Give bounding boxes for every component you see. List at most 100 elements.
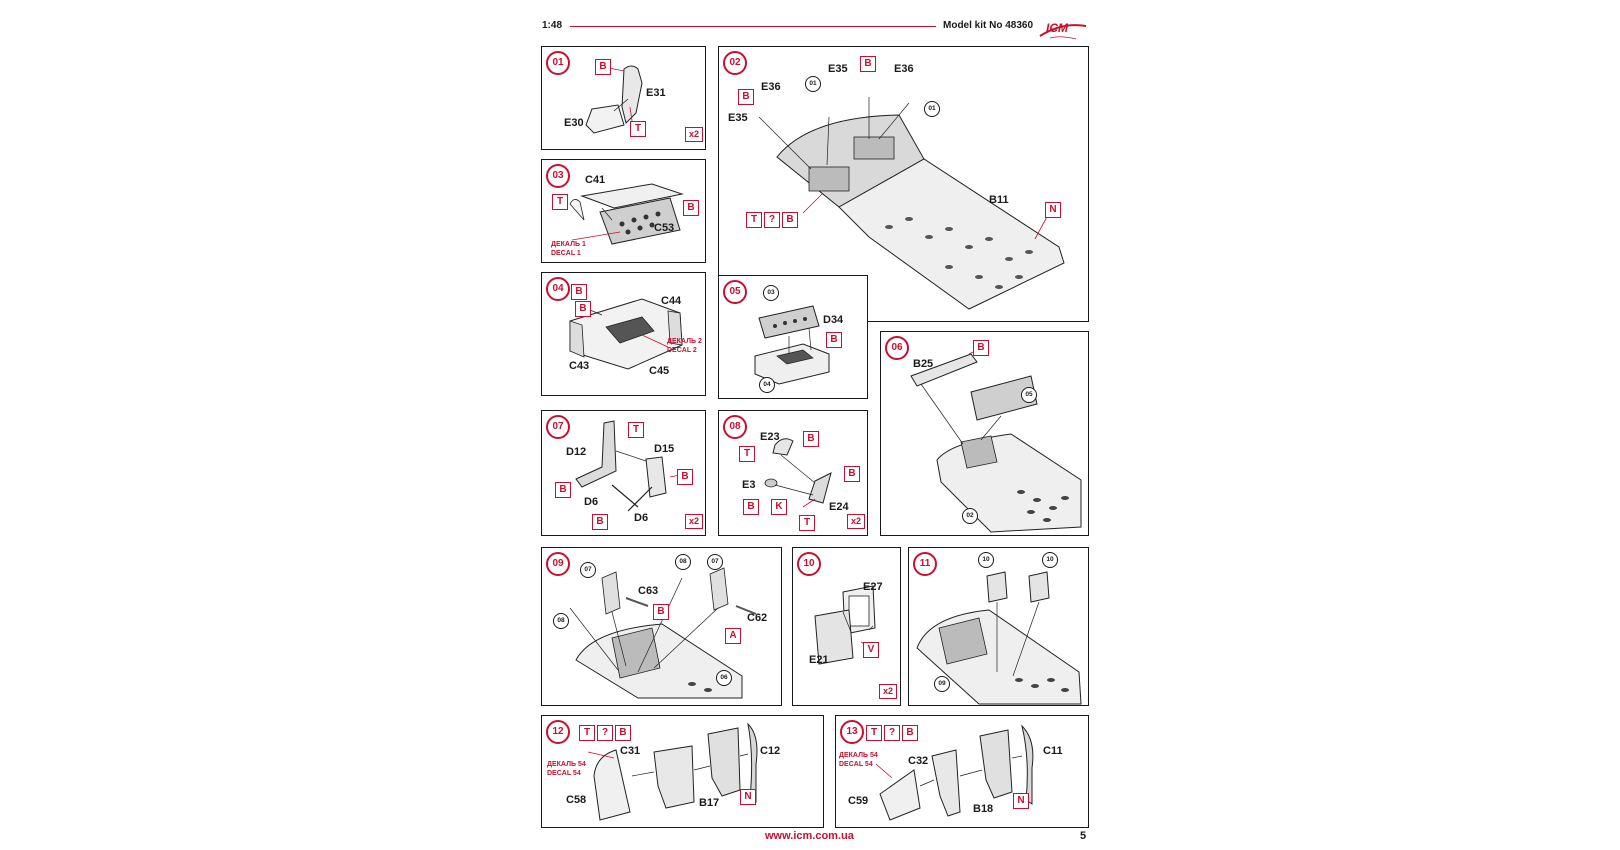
decal-ru: ДЕКАЛЬ 54 [839, 752, 878, 759]
part-label: E3 [742, 479, 756, 491]
part-label: E36 [894, 63, 914, 75]
repeat-x2-badge: x2 [685, 514, 703, 529]
paint-symbol: T [739, 446, 755, 462]
step-05-panel: 05 03 D34 B 04 [718, 275, 868, 399]
step-07-panel: 07 T D12 D15 B B D6 D6 B x2 [541, 410, 706, 536]
step-ref-badge: 07 [707, 554, 723, 570]
website-link[interactable]: www.icm.com.ua [765, 830, 854, 842]
step-10-drawing [814, 585, 876, 665]
part-label: C12 [760, 745, 781, 757]
part-label: D6 [634, 512, 649, 524]
decal-en: DECAL 54 [547, 770, 581, 777]
glue-symbol: B [555, 482, 571, 498]
repeat-x2-badge: x2 [879, 684, 897, 699]
header-rule [570, 26, 936, 27]
step-06-drawing [910, 349, 1082, 533]
step-13-drawing [875, 724, 1034, 821]
step-03-drawing [569, 183, 684, 245]
step-number: 01 [546, 51, 570, 75]
step-ref-badge: 10 [1042, 552, 1058, 568]
paint-symbol: T [552, 194, 568, 210]
part-label: C45 [649, 365, 670, 377]
step-02-drawing [758, 97, 1065, 310]
step-03-panel: 03 C41 T B C53 ДЕКАЛЬ 1 DECAL 1 [541, 159, 706, 263]
step-ref-badge: 05 [1021, 387, 1037, 403]
step-ref-badge: 09 [934, 676, 950, 692]
step-number: 06 [885, 336, 909, 360]
glue-symbol: N [1013, 793, 1029, 809]
paint-unknown-symbol: ? [764, 212, 780, 228]
part-label: C41 [585, 174, 606, 186]
step-ref-badge: 01 [805, 76, 821, 92]
glue-symbol: N [740, 789, 756, 805]
part-label: E21 [809, 654, 829, 666]
svg-text:ICM: ICM [1046, 21, 1069, 35]
step-10-panel: 10 E27 V E21 x2 [792, 547, 901, 706]
part-label: D12 [566, 446, 587, 458]
v-symbol: V [863, 642, 879, 658]
step-ref-badge: 03 [763, 285, 779, 301]
decal-en: DECAL 1 [551, 250, 581, 257]
page-number: 5 [1080, 830, 1087, 842]
glue-symbol: B [902, 725, 918, 741]
step-number: 11 [913, 552, 937, 576]
decal-callout: ДЕКАЛЬ 1 DECAL 1 [551, 240, 586, 258]
glue-symbol: B [973, 340, 989, 356]
decal-callout: ДЕКАЛЬ 54 DECAL 54 [547, 760, 586, 778]
glue-symbol: B [592, 514, 608, 530]
paint-symbol: T [579, 725, 595, 741]
step-11-panel: 11 10 10 09 [908, 547, 1089, 706]
glue-symbol: B [683, 200, 699, 216]
step-09-panel: 09 07 08 07 C63 B 08 C62 A 06 [541, 547, 782, 706]
glue-symbol: B [571, 284, 587, 300]
paint-symbol: T [628, 422, 644, 438]
part-label: C31 [620, 745, 641, 757]
part-label: D6 [584, 496, 599, 508]
part-label: C44 [661, 295, 682, 307]
glue-symbol: B [653, 604, 669, 620]
step-08-drawing [764, 438, 832, 508]
step-04-panel: 04 B B C44 ДЕКАЛЬ 2 DECAL 2 C43 C45 [541, 272, 706, 396]
step-11-drawing [916, 571, 1082, 705]
glue-symbol: B [860, 56, 876, 72]
glue-symbol: B [595, 59, 611, 75]
part-label: C53 [654, 222, 675, 234]
paint-symbol: T [746, 212, 762, 228]
part-label: C43 [569, 360, 590, 372]
paint-symbol: T [799, 515, 815, 531]
step-13-panel: 13 T ? B ДЕКАЛЬ 54 DECAL 54 C32 C11 N C5… [835, 715, 1089, 828]
part-label: B11 [989, 194, 1009, 206]
step-number: 04 [546, 277, 570, 301]
repeat-x2-badge: x2 [685, 127, 703, 142]
step-ref-badge: 07 [580, 562, 596, 578]
decal-en: DECAL 54 [839, 761, 873, 768]
part-label: E35 [828, 63, 848, 75]
k-symbol: K [771, 499, 787, 515]
part-label: E27 [863, 581, 883, 593]
glue-symbol: B [677, 469, 693, 485]
glue-symbol: B [844, 466, 860, 482]
step-ref-badge: 08 [675, 554, 691, 570]
part-label: B25 [913, 358, 934, 370]
step-ref-badge: 04 [759, 377, 775, 393]
a-symbol: A [725, 628, 741, 644]
step-06-panel: 06 B B25 05 02 [880, 331, 1089, 536]
step-ref-badge: 01 [924, 101, 940, 117]
part-label: E35 [728, 112, 748, 124]
step-04-drawing [569, 298, 683, 370]
model-number: Model kit No 48360 [943, 20, 1034, 31]
decal-ru: ДЕКАЛЬ 1 [551, 241, 586, 248]
scale-label: 1:48 [542, 20, 563, 31]
step-ref-badge: 08 [553, 613, 569, 629]
paint-symbol: T [630, 121, 646, 137]
glue-symbol: B [826, 332, 842, 348]
step-07-drawing [575, 420, 681, 512]
step-01-drawing [585, 65, 643, 134]
repeat-x2-badge: x2 [847, 514, 865, 529]
paint-unknown-symbol: ? [597, 725, 613, 741]
step-12-panel: 12 T ? B C31 C12 ДЕКАЛЬ 54 DECAL 54 N C5… [541, 715, 824, 828]
glue-symbol: B [615, 725, 631, 741]
glue-symbol: B [738, 89, 754, 105]
part-label: D34 [823, 314, 844, 326]
